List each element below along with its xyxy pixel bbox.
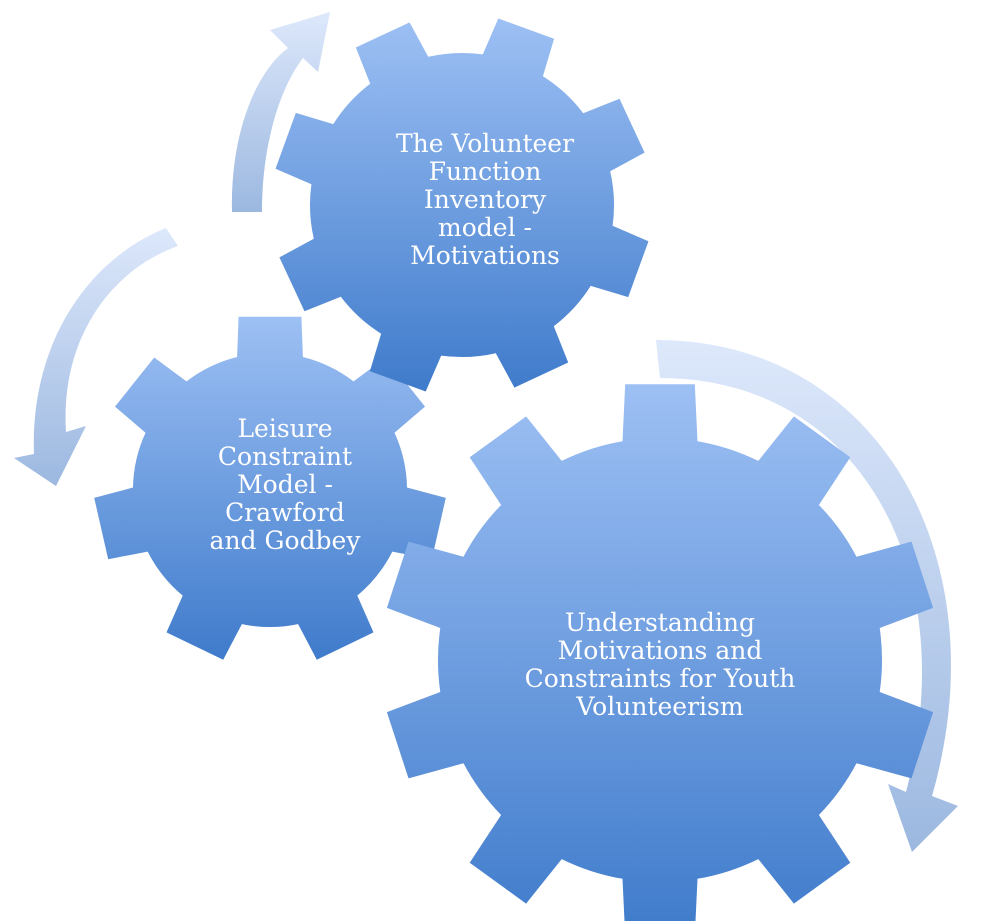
small-gear-label-line: and Godbey <box>209 526 361 555</box>
medium-gear-label-line: The Volunteer <box>395 129 575 158</box>
medium-gear-label-line: Function <box>428 157 542 186</box>
top-curved-arrow <box>231 12 330 212</box>
medium-gear-label-line: Motivations <box>410 241 560 270</box>
large-gear-label-line: Volunteerism <box>576 692 744 721</box>
small-gear-label-line: Crawford <box>225 498 345 527</box>
small-gear-label-line: Leisure <box>237 414 333 443</box>
medium-gear-label-line: model - <box>438 213 532 242</box>
right-curved-arrow <box>656 340 958 852</box>
large-gear-label-line: Understanding <box>565 608 755 637</box>
small-gear <box>94 316 446 660</box>
large-gear-label-line: Motivations and <box>557 636 763 665</box>
small-gear-label-line: Constraint <box>217 442 353 471</box>
left-curved-arrow <box>14 228 178 486</box>
large-gear <box>386 384 934 921</box>
medium-gear <box>275 18 649 392</box>
large-gear-label-line: Constraints for Youth <box>524 664 796 693</box>
small-gear-label-line: Model - <box>237 470 333 499</box>
medium-gear-label-line: Inventory <box>423 185 547 214</box>
